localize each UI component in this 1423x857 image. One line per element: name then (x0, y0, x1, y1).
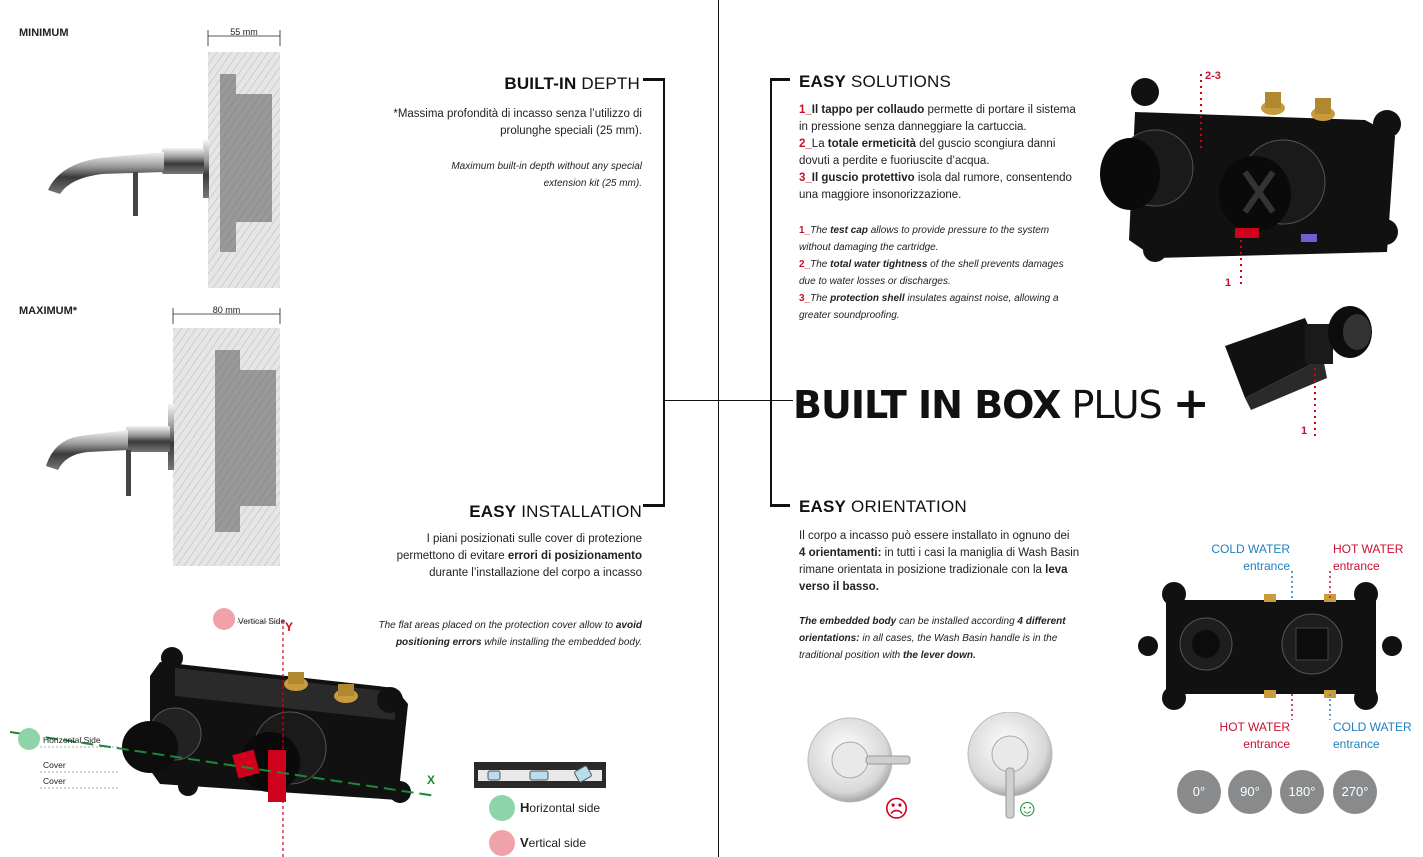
orientation-0-badge: 0° (1177, 770, 1221, 814)
max-depth-dimension: 80 mm (212, 305, 241, 315)
cover-label-2: Cover (43, 776, 66, 786)
easy-solutions-en-text: 1_The test cap allows to provide pressur… (799, 225, 1064, 321)
maximum-label: MAXIMUM* (19, 305, 78, 317)
level-tool-illustration (474, 762, 606, 788)
built-in-depth-it-text: *Massima profondità di incasso senza l’u… (393, 108, 642, 137)
solutions-connector (770, 78, 790, 81)
happy-face-icon: ☺ (1015, 795, 1040, 822)
orientation-box-illustration (1138, 570, 1402, 720)
depth-connector (643, 78, 665, 81)
easy-installation-heading: EASY INSTALLATION (469, 502, 642, 521)
vertical-side-dot (213, 608, 235, 630)
easy-solutions-heading: EASY SOLUTIONS (799, 72, 952, 91)
orientation-270-badge: 270° (1333, 770, 1377, 814)
minimum-faucet-illustration (48, 30, 281, 288)
horizontal-side-dot (18, 728, 40, 750)
center-connector (663, 400, 793, 401)
easy-solutions-it-text: 1_Il tappo per collaudo permette di port… (799, 104, 1076, 201)
easy-orientation-it-text: Il corpo a incasso può essere installato… (799, 530, 1080, 593)
horizontal-side-label: Horizontal Side (43, 735, 101, 745)
installation-connector (643, 504, 665, 507)
left-bracket-line (663, 78, 665, 506)
min-depth-dimension: 55 mm (230, 27, 258, 37)
page-divider (718, 0, 719, 857)
minimum-label: MINIMUM (19, 27, 69, 39)
marker-1-top: 1 (1225, 277, 1232, 289)
legend-horizontal-label: Horizontal side (520, 800, 601, 815)
sad-face-icon: ☹ (884, 796, 910, 823)
orientation-180-badge: 180° (1280, 770, 1324, 814)
orientation-connector (770, 504, 790, 507)
test-cap-illustration (1225, 306, 1372, 436)
easy-orientation-heading: EASY ORIENTATION (799, 497, 967, 516)
legend-vertical-label: Vertical side (520, 835, 587, 850)
marker-1-bottom: 1 (1301, 425, 1308, 437)
maximum-faucet-illustration (46, 308, 281, 566)
legend-vertical-dot (489, 830, 515, 856)
axis-y-label: Y (285, 620, 294, 634)
built-in-depth-en-text: Maximum built-in depth without any speci… (451, 161, 642, 189)
right-bracket-line (770, 78, 772, 506)
vertical-side-label: Vertical Side (238, 616, 286, 626)
cover-label-1: Cover (43, 760, 66, 770)
easy-orientation-en-text: The embedded body can be installed accor… (799, 616, 1066, 661)
built-in-depth-heading: BUILT-IN DEPTH (504, 74, 640, 93)
box-installation-diagram (9, 620, 437, 857)
easy-installation-it-text: I piani posizionati sulle cover di prote… (396, 533, 642, 579)
built-in-box-plus-title: BUILT IN BOX PLUS + (793, 378, 1210, 429)
legend-horizontal-dot (489, 795, 515, 821)
orientation-90-badge: 90° (1228, 770, 1272, 814)
axis-x-label: X (427, 773, 436, 787)
easy-installation-en-text: The flat areas placed on the protection … (378, 620, 642, 648)
marker-2-3: 2-3 (1205, 70, 1221, 82)
handle-orientation-comparison (807, 712, 1053, 819)
built-in-box-illustration (1100, 74, 1401, 288)
